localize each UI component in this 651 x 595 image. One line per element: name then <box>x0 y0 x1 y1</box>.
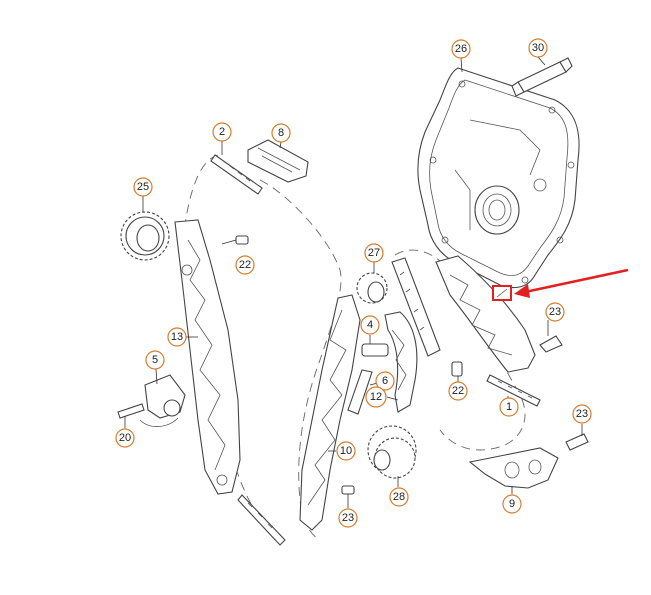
callout-26: 26 <box>451 39 471 59</box>
chain-right-vertical <box>391 257 441 357</box>
callout-label-8: 8 <box>278 127 284 139</box>
bolt-tensioner <box>117 403 145 419</box>
callout-label-9: 9 <box>509 498 515 510</box>
callout-label-4: 4 <box>367 319 373 331</box>
callout-label-2: 2 <box>219 126 225 138</box>
callout-4: 4 <box>360 315 380 335</box>
callout-30: 30 <box>528 38 548 58</box>
callout-label-27: 27 <box>368 247 380 259</box>
callout-9: 9 <box>502 494 522 514</box>
bolt-22-right <box>451 361 463 377</box>
bolt-23-right <box>565 433 589 451</box>
guide-bottom-right <box>468 447 559 489</box>
bolt-23-bottom <box>341 485 355 495</box>
sprocket-upper-middle <box>356 272 388 304</box>
callout-label-23-right: 23 <box>576 408 588 420</box>
callout-label-23-bottom: 23 <box>342 512 354 524</box>
callout-20: 20 <box>115 428 135 448</box>
guide-rail-left <box>174 219 241 495</box>
timing-cover <box>417 67 580 289</box>
sealant-tube <box>511 57 573 97</box>
callout-label-13: 13 <box>171 331 183 343</box>
chain-upper <box>210 154 263 195</box>
callout-6: 6 <box>375 371 395 391</box>
callout-1: 1 <box>499 397 519 417</box>
bolt-23-upper <box>539 335 563 353</box>
callout-27: 27 <box>364 243 384 263</box>
callout-label-25: 25 <box>137 181 149 193</box>
callout-label-10: 10 <box>340 445 352 457</box>
callout-label-28: 28 <box>393 491 405 503</box>
callout-label-12: 12 <box>370 391 382 403</box>
callout-label-23-upper: 23 <box>549 306 561 318</box>
red-arrow-icon <box>514 268 629 298</box>
callout-22-right: 22 <box>448 381 468 401</box>
callout-label-1: 1 <box>506 401 512 413</box>
chain-tensioner <box>139 374 186 427</box>
crankshaft-sprocket <box>367 425 417 479</box>
callout-8: 8 <box>271 123 291 143</box>
guide-rail-middle <box>299 294 361 531</box>
callout-25: 25 <box>133 177 153 197</box>
callout-28: 28 <box>389 487 409 507</box>
camshaft-sprocket-left <box>120 211 170 261</box>
callout-label-22-left: 22 <box>239 259 251 271</box>
callout-10: 10 <box>336 441 356 461</box>
callout-2: 2 <box>212 122 232 142</box>
callout-23-upper: 23 <box>545 302 565 322</box>
callout-label-26: 26 <box>455 43 467 55</box>
callout-23-right: 23 <box>572 404 592 424</box>
callout-23-bottom: 23 <box>338 508 358 528</box>
callout-label-6: 6 <box>382 375 388 387</box>
callout-13: 13 <box>167 327 187 347</box>
chain-segment-right <box>486 374 541 407</box>
callout-label-22-right: 22 <box>452 385 464 397</box>
callout-22-left: 22 <box>235 255 255 275</box>
tensioner-piston <box>347 369 373 415</box>
chain-lower-left <box>237 494 286 546</box>
callout-12: 12 <box>365 386 387 408</box>
guide-pin <box>361 335 389 357</box>
callout-label-30: 30 <box>532 42 544 54</box>
guide-rail-inner <box>384 311 418 413</box>
tensioner-block <box>247 139 309 183</box>
guide-rail-right <box>435 255 536 373</box>
callout-label-5: 5 <box>152 354 158 366</box>
callout-label-20: 20 <box>119 432 131 444</box>
bolt-left <box>221 235 249 245</box>
callout-5: 5 <box>145 350 165 370</box>
